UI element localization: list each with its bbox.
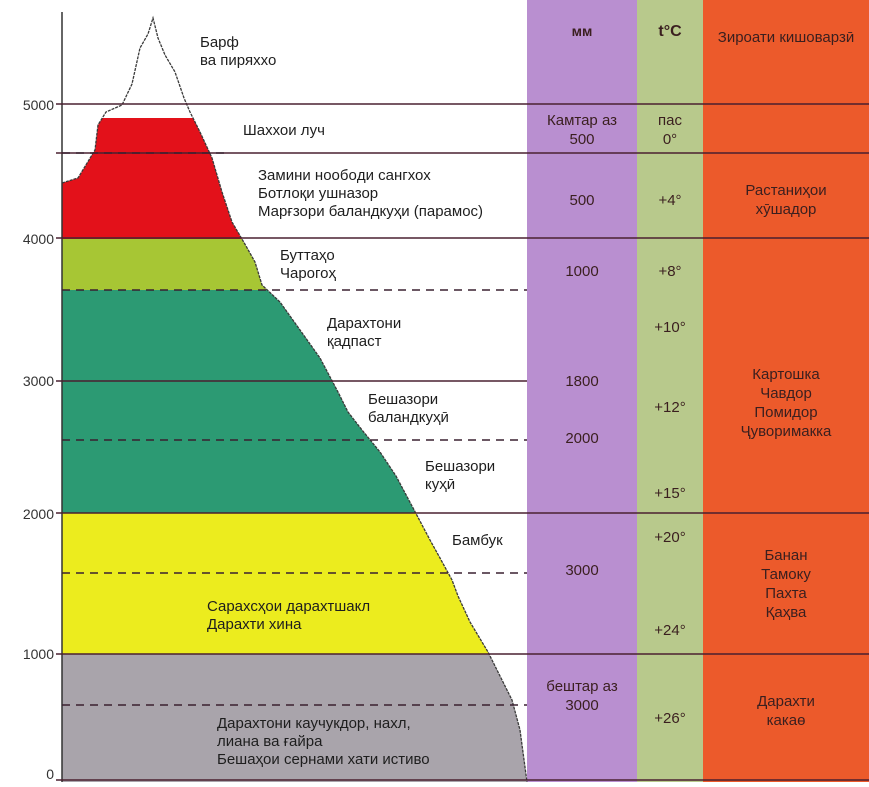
temperature-value: +8°: [658, 263, 682, 280]
precipitation-value: 1000: [565, 263, 599, 280]
zone-label-mountain-forest: Бешазори куҳӣ: [425, 458, 496, 493]
zone-label-shrubs-pasture: Буттаҳо Чарогоҳ: [280, 247, 337, 282]
precipitation-value: 3000: [565, 562, 599, 579]
zone-label-stunted-trees: Дарахтони қадпаст: [327, 315, 402, 350]
y-tick-label: 0: [46, 766, 54, 782]
zone-label-snow: Барф ва пиряххо: [200, 34, 277, 69]
temperature-value: +4°: [658, 192, 682, 209]
temperature-value: +26°: [654, 710, 686, 727]
zone-label-equatorial-forest: Дарахтони каучукдор, нахл, лиана ва ғайр…: [217, 715, 430, 768]
y-tick-label: 2000: [22, 506, 54, 522]
y-tick-label: 1000: [22, 646, 54, 662]
temperature-value: +12°: [654, 399, 686, 416]
zone-label-tree-ferns: Сарахсҳои дарахтшакл Дарахти хина: [207, 598, 371, 633]
precipitation-value: 500: [569, 192, 595, 209]
zone-fill-lightgreen: [62, 239, 527, 290]
temperature-column: [637, 0, 703, 782]
temperature-value: пас 0°: [658, 112, 682, 148]
precipitation-value: 1800: [565, 373, 599, 390]
temperature-value: +10°: [654, 319, 686, 336]
crops-value: Банан Тамоку Пахта Қаҳва: [761, 547, 811, 621]
temperature-header: t°C: [658, 23, 682, 40]
crops-header: Зироати кишоварзӣ: [717, 29, 855, 46]
mountain-outline: [61, 15, 528, 783]
zone-label-rocky-bog-meadow: Замини нообoди сангхох Ботлоқи ушназор М…: [258, 167, 484, 220]
zone-label-bare-rock: Шаххои луч: [243, 122, 325, 139]
temperature-value: +15°: [654, 485, 686, 502]
precipitation-column: [527, 0, 637, 782]
dashed-boundaries: [62, 152, 527, 706]
temperature-value: +24°: [654, 622, 686, 639]
crops-value: Дарахти какаө: [757, 693, 815, 729]
precipitation-value: бештар аз 3000: [546, 678, 618, 714]
crops-value: Картошка Чавдор Помидор Ҷуворимакка: [740, 366, 832, 440]
temperature-value: +20°: [654, 529, 686, 546]
zone-label-highland-forest: Бешазори баландкуҳӣ: [368, 391, 449, 426]
y-tick-label: 4000: [22, 231, 54, 247]
crops-column: [703, 0, 869, 782]
zone-label-bamboo: Бамбук: [452, 532, 503, 549]
zone-fill-gray: [62, 654, 527, 782]
precipitation-header: мм: [571, 23, 593, 39]
precipitation-value: Камтар аз 500: [547, 112, 617, 148]
crops-value: Растаниҳои хӯшадор: [745, 182, 827, 218]
y-tick-label: 3000: [22, 373, 54, 389]
precipitation-value: 2000: [565, 430, 599, 447]
y-tick-label: 5000: [22, 97, 54, 113]
